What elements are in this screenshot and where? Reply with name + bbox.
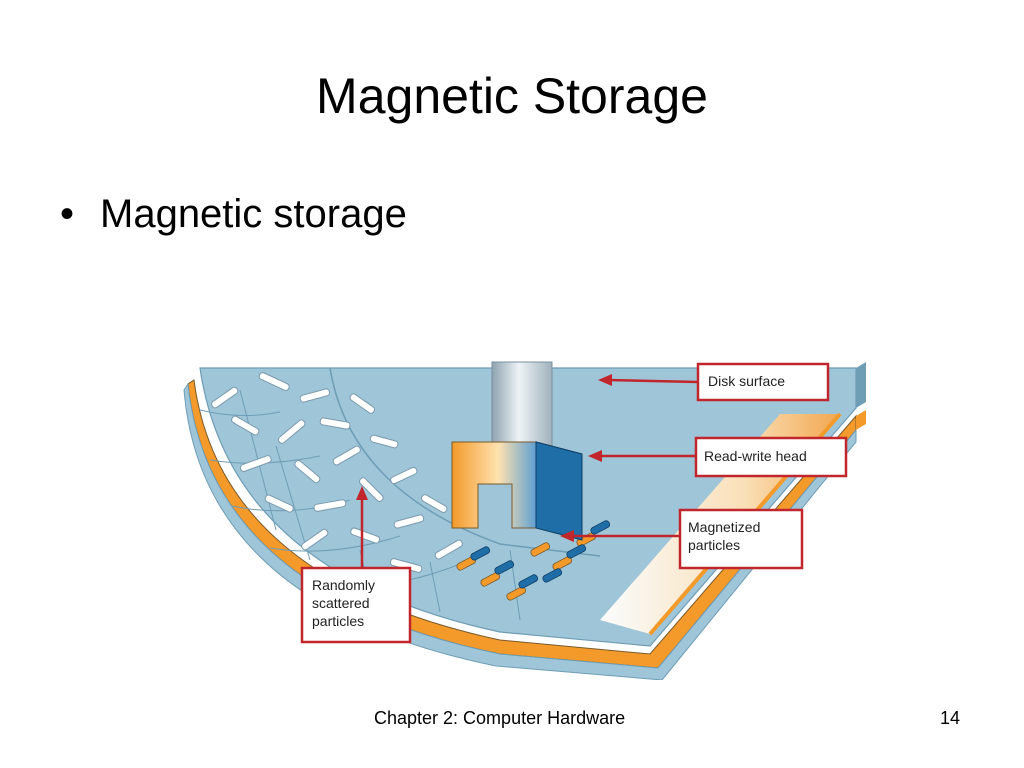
disk-edge-top xyxy=(856,362,866,408)
callout-read-write-head-text: Read-write head xyxy=(704,448,807,464)
callout-random-line2: scattered xyxy=(312,595,370,611)
bullet-marker: • xyxy=(60,192,75,236)
callout-read-write-head: Read-write head xyxy=(588,436,848,478)
slide-title: Magnetic Storage xyxy=(316,68,708,124)
callout-random-line1: Randomly xyxy=(312,577,375,593)
disk-inner-track xyxy=(329,367,601,557)
callout-random-line3: particles xyxy=(312,613,364,629)
footer-chapter: Chapter 2: Computer Hardware xyxy=(374,708,626,728)
magnetized-particles xyxy=(456,520,611,601)
bullet-list: • Magnetic storage xyxy=(60,186,407,242)
read-write-head xyxy=(451,361,583,541)
callout-disk-surface-text: Disk surface xyxy=(708,373,785,389)
magnetic-storage-diagram: Disk surface Read-write head Magnetized … xyxy=(180,350,880,680)
footer-page-number: 14 xyxy=(940,708,961,728)
callout-random-particles: Randomly scattered particles xyxy=(300,486,412,644)
diagram-svg: Disk surface Read-write head Magnetized … xyxy=(183,361,866,680)
random-particles xyxy=(211,372,463,573)
bullet-item: • Magnetic storage xyxy=(60,186,407,242)
head-side xyxy=(535,441,583,541)
callout-disk-surface: Disk surface xyxy=(598,362,830,402)
callout-magnetized-particles: Magnetized particles xyxy=(560,508,804,570)
callout-magnetized-line2: particles xyxy=(688,537,740,553)
bullet-text: Magnetic storage xyxy=(100,192,407,236)
callout-magnetized-line1: Magnetized xyxy=(688,519,760,535)
disk-edge-orange xyxy=(856,410,866,430)
